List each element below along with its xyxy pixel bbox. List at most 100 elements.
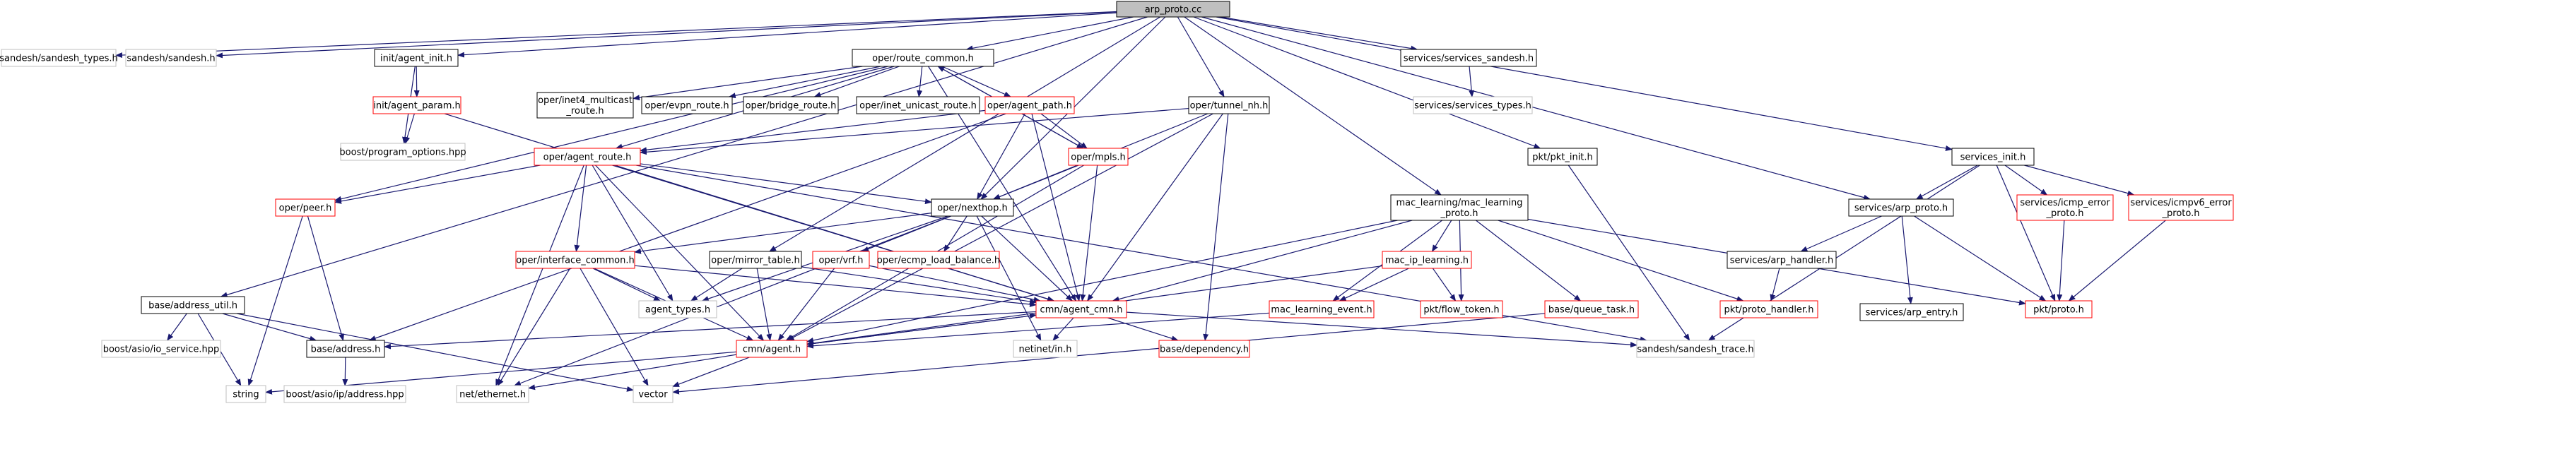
node-sandesh-types: sandesh/sandesh_types.h <box>0 49 118 67</box>
node-label: base/dependency.h <box>1160 345 1249 355</box>
node-services-sandesh[interactable]: services/services_sandesh.h <box>1400 49 1537 67</box>
edge-agent_cmn-to-netinet_in <box>1052 317 1074 341</box>
node-label-line: services/arp_handler.h <box>1730 256 1834 266</box>
node-interface-common[interactable]: oper/interface_common.h <box>515 251 635 269</box>
node-bridge-route[interactable]: oper/bridge_route.h <box>743 96 839 114</box>
node-mpls-h[interactable]: oper/mpls.h <box>1068 148 1129 166</box>
node-mac-learning-proto[interactable]: mac_learning/mac_learning_proto.h <box>1390 194 1529 221</box>
node-label-line: services/icmpv6_error <box>2130 198 2232 208</box>
node-box <box>638 300 717 318</box>
edge-arp_proto_cc-to-services_arp_proto <box>1201 16 1871 201</box>
node-label: pkt/pkt_init.h <box>1532 153 1593 163</box>
node-box <box>1 49 117 67</box>
node-agent-init[interactable]: init/agent_init.h <box>374 49 459 67</box>
node-label: oper/interface_common.h <box>516 256 634 266</box>
node-label: oper/evpn_route.h <box>645 101 729 112</box>
edge-mirror_table-to-agent_types <box>690 268 743 302</box>
node-label-line: base/dependency.h <box>1160 345 1249 355</box>
node-box <box>225 385 266 403</box>
edge-agent_cmn-to-base_dependency <box>1107 317 1179 342</box>
node-pkt-init[interactable]: pkt/pkt_init.h <box>1527 148 1598 166</box>
node-icmpv6-error[interactable]: services/icmpv6_error_proto.h <box>2128 194 2234 221</box>
node-label: services/icmpv6_error_proto.h <box>2130 198 2232 219</box>
node-base-address[interactable]: base/address.h <box>306 340 385 358</box>
node-arp-handler[interactable]: services/arp_handler.h <box>1727 251 1837 269</box>
node-label: oper/mpls.h <box>1071 153 1126 163</box>
node-ecmp-lb[interactable]: oper/ecmp_load_balance.h <box>877 251 1000 269</box>
node-box <box>743 96 839 114</box>
edge-arp_proto_cc-to-agent_init <box>457 12 1117 58</box>
node-box <box>2025 300 2093 318</box>
node-label-line: services/icmp_error <box>2020 198 2110 208</box>
node-pkt-proto[interactable]: pkt/proto.h <box>2025 300 2093 318</box>
node-nexthop-h[interactable]: oper/nexthop.h <box>931 198 1014 217</box>
node-evpn-route[interactable]: oper/evpn_route.h <box>641 96 733 114</box>
node-icmp-error[interactable]: services/icmp_error_proto.h <box>2016 194 2114 221</box>
node-arp-entry[interactable]: services/arp_entry.h <box>1859 303 1964 321</box>
node-cmn-agent[interactable]: cmn/agent.h <box>736 340 808 358</box>
edge-cmn_agent-to-vector_h <box>672 357 750 387</box>
node-boost-ip-address: boost/asio/ip/address.hpp <box>283 385 406 403</box>
edge-arp_proto_cc-to-sandesh_h <box>216 11 1117 59</box>
edge-agent_cmn-to-sandesh_trace <box>1126 311 1637 348</box>
node-inet4-mc[interactable]: oper/inet4_multicast_route.h <box>536 92 634 119</box>
node-mirror-table[interactable]: oper/mirror_table.h <box>709 251 802 269</box>
node-label-line: pkt/flow_token.h <box>1423 305 1499 316</box>
edge-mac_learning_proto-to-agent_cmn <box>1112 220 1413 302</box>
edge-agent_route-to-peer_h <box>334 165 541 204</box>
node-label: arp_proto.cc <box>1145 5 1202 16</box>
node-address-util[interactable]: base/address_util.h <box>141 296 245 314</box>
node-agent-path[interactable]: oper/agent_path.h <box>984 96 1075 114</box>
node-tunnel-nh[interactable]: oper/tunnel_nh.h <box>1188 96 1270 114</box>
node-inet-unicast[interactable]: oper/inet_unicast_route.h <box>856 96 980 114</box>
node-agent-cmn[interactable]: cmn/agent_cmn.h <box>1035 300 1127 318</box>
edge-base_address-to-boost_ip_address <box>342 357 348 386</box>
node-label-line: mac_learning_event.h <box>1271 305 1372 316</box>
edge-interface_common-to-vector_h <box>580 268 649 386</box>
edge-agent_path-to-agent_route <box>640 109 986 153</box>
node-label: oper/agent_route.h <box>543 153 632 163</box>
node-label: mac_ip_learning.h <box>1385 256 1469 266</box>
node-arp-proto-cc[interactable]: arp_proto.cc <box>1116 1 1230 18</box>
edge-route_common-to-inet_unicast <box>917 66 923 97</box>
node-box <box>2128 194 2234 221</box>
edge-address_util-to-boost_io_service <box>167 313 187 341</box>
edge-nexthop_h-to-ecmp_lb <box>943 215 968 252</box>
node-services-init[interactable]: services_init.h <box>1951 148 2035 166</box>
node-services-arp-proto[interactable]: services/arp_proto.h <box>1848 198 1954 217</box>
node-flow-token[interactable]: pkt/flow_token.h <box>1420 300 1503 318</box>
node-mac-ip-learning[interactable]: mac_ip_learning.h <box>1382 251 1472 269</box>
node-label: oper/vrf.h <box>819 256 864 266</box>
node-mac-learning-event[interactable]: mac_learning_event.h <box>1269 300 1375 318</box>
edge-mac_learning_event-to-cmn_agent <box>806 312 1270 349</box>
edge-tunnel_nh-to-cmn_agent <box>787 113 1213 341</box>
node-proto-handler[interactable]: pkt/proto_handler.h <box>1719 300 1818 318</box>
node-label-line: pkt/proto_handler.h <box>1724 305 1814 316</box>
node-label: pkt/flow_token.h <box>1423 305 1499 316</box>
node-label: services/arp_proto.h <box>1854 203 1948 214</box>
node-net-ethernet: net/ethernet.h <box>456 385 529 403</box>
node-box <box>1636 340 1755 358</box>
edge-nexthop_h-to-interface_common <box>634 213 932 254</box>
node-label: oper/ecmp_load_balance.h <box>877 256 1000 266</box>
node-vrf-h[interactable]: oper/vrf.h <box>812 251 870 269</box>
node-label-line: pkt/proto.h <box>2033 305 2084 316</box>
edge-mac_learning_proto-to-mac_ip_learning <box>1431 220 1452 252</box>
edge-agent_param-to-prog_options <box>404 113 415 144</box>
node-queue-task[interactable]: base/queue_task.h <box>1544 300 1639 318</box>
node-label-line: oper/interface_common.h <box>516 256 634 266</box>
node-route-common[interactable]: oper/route_common.h <box>852 49 994 67</box>
node-agent-route[interactable]: oper/agent_route.h <box>534 148 641 166</box>
edge-icmp_error-to-pkt_proto <box>2057 220 2065 302</box>
node-base-dependency[interactable]: base/dependency.h <box>1158 340 1250 358</box>
node-label: oper/peer.h <box>279 203 332 214</box>
node-box <box>1848 198 1954 217</box>
edge-nexthop_h-to-net_ethernet <box>513 215 951 386</box>
node-label: oper/route_common.h <box>872 54 974 64</box>
node-label: oper/inet4_multicast_route.h <box>538 95 633 117</box>
edge-agent_cmn-to-base_address <box>384 311 1037 350</box>
node-agent-param[interactable]: init/agent_param.h <box>372 96 461 114</box>
node-box <box>1188 96 1270 114</box>
node-prog-options: boost/program_options.hpp <box>339 143 466 161</box>
node-peer-h[interactable]: oper/peer.h <box>275 198 336 217</box>
